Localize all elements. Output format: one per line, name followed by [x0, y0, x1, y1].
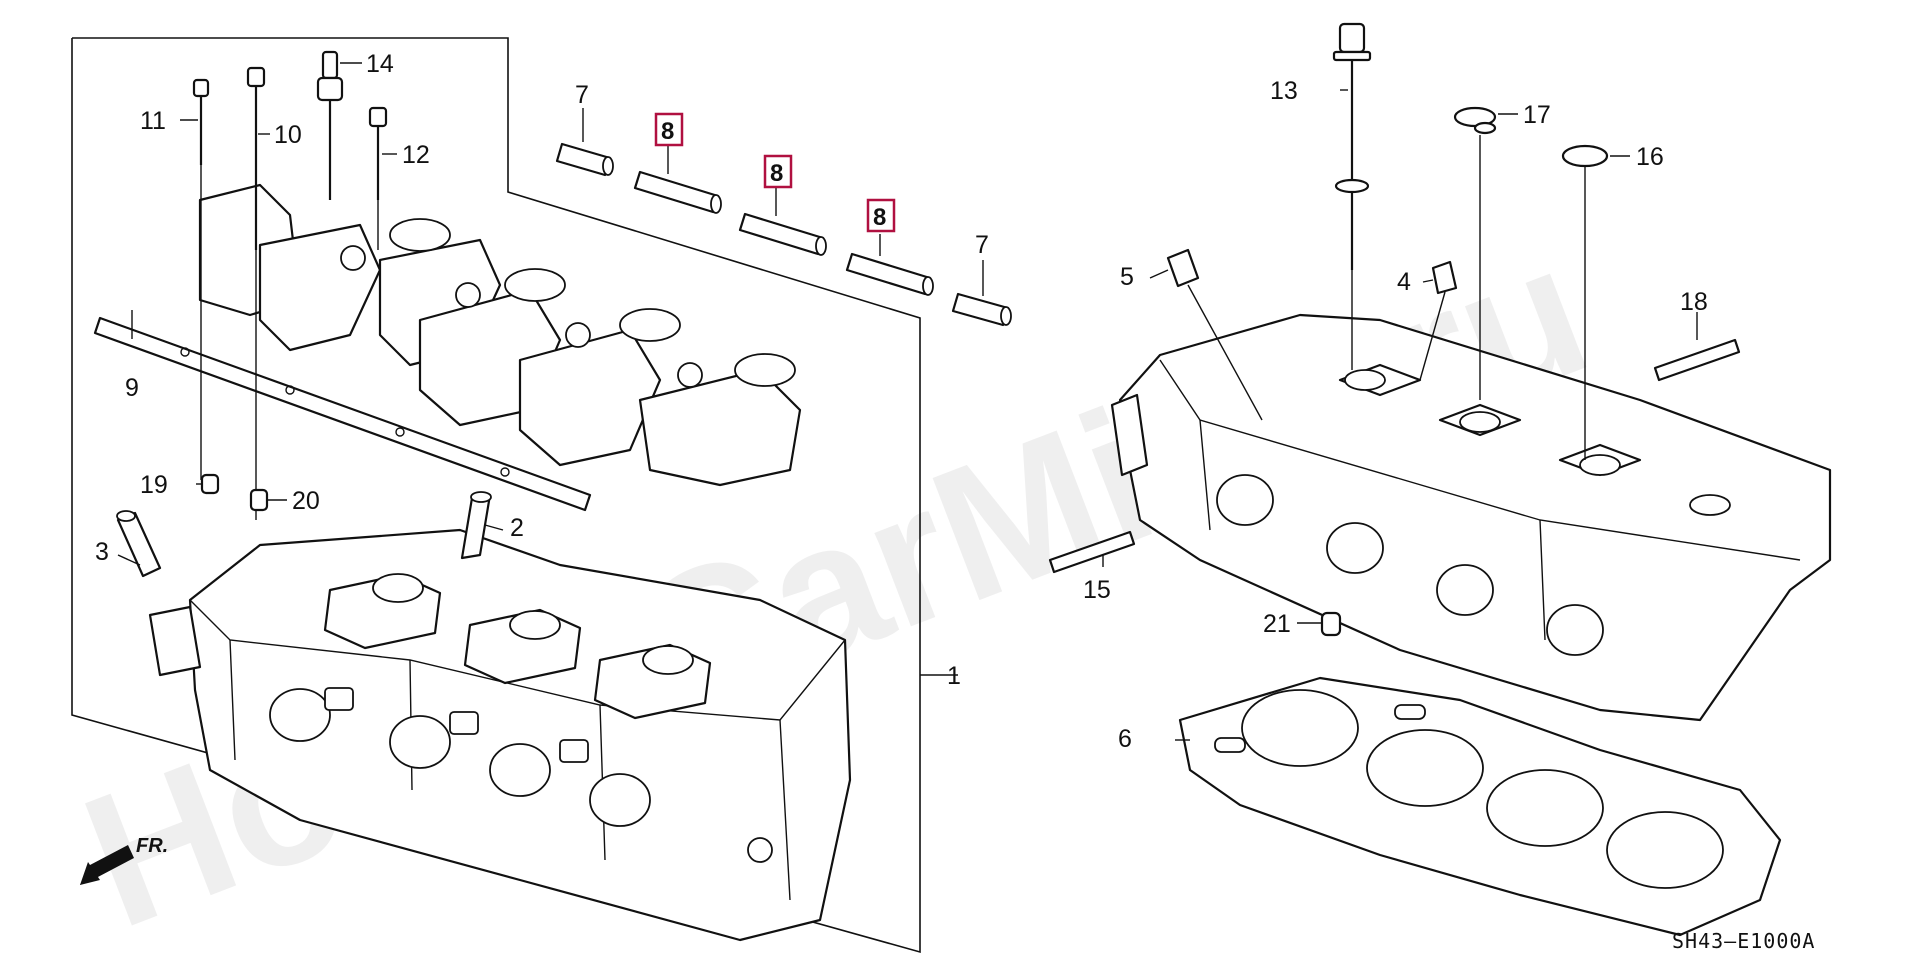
- o-ring-16[interactable]: [1561, 144, 1609, 460]
- callout-14[interactable]: 14: [366, 50, 394, 78]
- callout-4[interactable]: 4: [1397, 268, 1411, 296]
- stud-bolt-18[interactable]: [1653, 338, 1741, 382]
- assembly-frame: [71, 37, 921, 954]
- callout-8c[interactable]: 8: [873, 204, 886, 231]
- callout-11[interactable]: 11: [140, 107, 166, 135]
- callout-1[interactable]: 1: [947, 662, 961, 690]
- front-indicator: FR.: [136, 835, 168, 857]
- highlight-box-8b: [763, 154, 793, 189]
- callout-labels: 1 2 3 4 5 6 7 7 8 8 8 9 10 11 12 13 14 1…: [95, 50, 1708, 753]
- collar-7b[interactable]: [951, 292, 1012, 327]
- o-ring-17[interactable]: [1453, 106, 1497, 400]
- callout-15[interactable]: 15: [1083, 576, 1111, 604]
- callout-12[interactable]: 12: [402, 141, 430, 169]
- leader-lines: [117, 62, 1698, 741]
- callout-7b[interactable]: 7: [975, 231, 989, 259]
- callout-5[interactable]: 5: [1120, 263, 1134, 291]
- shaft-8c[interactable]: [845, 252, 934, 296]
- callout-8b[interactable]: 8: [770, 160, 783, 187]
- dowel-pin-19[interactable]: [200, 473, 220, 495]
- seal-4[interactable]: [1419, 260, 1458, 381]
- diagram-code: SH43—E1000A: [1672, 929, 1815, 953]
- callout-17[interactable]: 17: [1523, 101, 1551, 129]
- stud-bolt-15[interactable]: [1048, 530, 1136, 574]
- callout-3[interactable]: 3: [95, 538, 109, 566]
- callout-18[interactable]: 18: [1680, 288, 1708, 316]
- rocker-arm-assembly[interactable]: [198, 183, 802, 487]
- seal-5[interactable]: [1166, 248, 1263, 421]
- bolt-13[interactable]: [1332, 22, 1372, 370]
- highlight-box-8c: [866, 198, 896, 233]
- valve-guide-2[interactable]: [460, 491, 492, 560]
- cylinder-head-left[interactable]: [148, 528, 852, 942]
- callout-19[interactable]: 19: [140, 471, 168, 499]
- callout-8a[interactable]: 8: [661, 118, 674, 145]
- callout-13[interactable]: 13: [1270, 77, 1298, 105]
- callout-16[interactable]: 16: [1636, 143, 1664, 171]
- highlight-box-8a: [654, 112, 684, 147]
- valve-guide-3[interactable]: [116, 510, 162, 578]
- bolt-11[interactable]: [192, 78, 210, 480]
- shaft-8a[interactable]: [633, 170, 722, 214]
- rocker-shaft[interactable]: [93, 316, 592, 512]
- front-arrow-icon: FR.: [80, 835, 168, 885]
- bolt-10[interactable]: [246, 66, 266, 520]
- dowel-pin-21[interactable]: [1320, 611, 1342, 637]
- cylinder-head-right[interactable]: [1110, 313, 1832, 722]
- shaft-8b[interactable]: [738, 212, 827, 256]
- callout-2[interactable]: 2: [510, 514, 524, 542]
- collar-7a[interactable]: [555, 142, 614, 177]
- callout-7a[interactable]: 7: [575, 81, 589, 109]
- callout-9[interactable]: 9: [125, 374, 139, 402]
- callout-20[interactable]: 20: [292, 487, 320, 515]
- stud-bolt-14[interactable]: [316, 50, 344, 200]
- head-gasket[interactable]: [1178, 676, 1782, 937]
- dowel-pin-20[interactable]: [249, 488, 269, 512]
- callout-10[interactable]: 10: [274, 121, 302, 149]
- callout-21[interactable]: 21: [1263, 610, 1291, 638]
- bolt-12[interactable]: [368, 106, 388, 250]
- callout-6[interactable]: 6: [1118, 725, 1132, 753]
